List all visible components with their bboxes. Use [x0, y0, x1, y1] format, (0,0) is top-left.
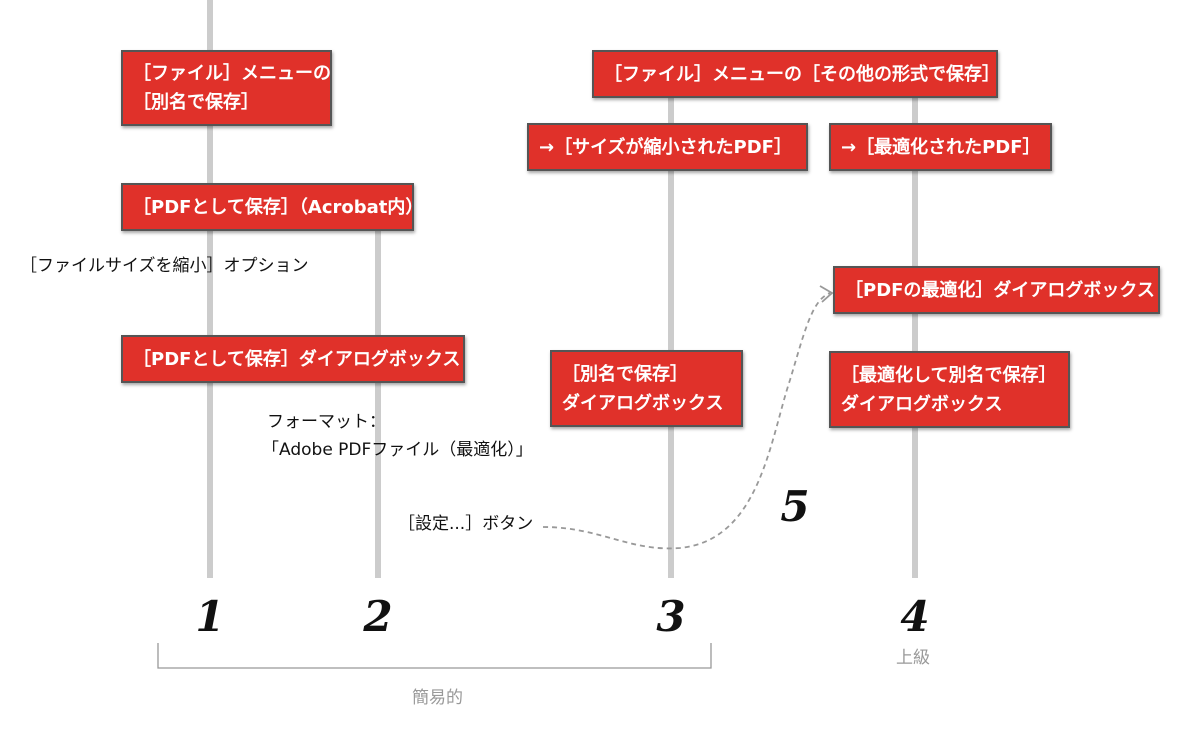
box-label: ［PDFとして保存］（Acrobat内） — [133, 196, 424, 218]
box-label: ［ファイル］メニューの［その他の形式で保存］ — [604, 63, 1000, 85]
box-line: ［別名で保存］ — [562, 363, 688, 385]
step-number-2: 2 — [363, 592, 393, 641]
box-label: ［PDFの最適化］ダイアログボックス — [845, 279, 1155, 301]
note-format-label: フォーマット： — [267, 412, 386, 432]
box-label: →［サイズが縮小されたPDF］ — [539, 136, 792, 158]
box-file-menu-save-as: ［ファイル］メニューの ［別名で保存］ — [121, 50, 332, 126]
caption-simple: 簡易的 — [412, 688, 463, 708]
note-reduce-file-size-option: ［ファイルサイズを縮小］オプション — [20, 256, 309, 276]
box-line: ダイアログボックス — [562, 392, 724, 414]
box-save-as-pdf-acrobat: ［PDFとして保存］（Acrobat内） — [121, 183, 423, 231]
track-line-4 — [912, 80, 918, 578]
box-pdf-optimize-dialog: ［PDFの最適化］ダイアログボックス — [833, 266, 1160, 314]
simple-range-bracket — [157, 643, 712, 669]
note-format-value: 「Adobe PDFファイル（最適化）」 — [262, 440, 533, 460]
box-optimize-save-as-dialog: ［最適化して別名で保存］ ダイアログボックス — [829, 351, 1070, 428]
caption-advanced: 上級 — [896, 648, 930, 668]
box-reduced-size-pdf: →［サイズが縮小されたPDF］ — [527, 123, 808, 171]
box-file-menu-other-formats: ［ファイル］メニューの［その他の形式で保存］ — [592, 50, 1000, 98]
track-line-1 — [207, 0, 213, 578]
box-save-as-dialog: ［別名で保存］ ダイアログボックス — [550, 350, 743, 427]
box-optimized-pdf: →［最適化されたPDF］ — [829, 123, 1052, 171]
box-label: →［最適化されたPDF］ — [841, 136, 1041, 158]
box-line: ダイアログボックス — [841, 393, 1003, 415]
box-line: ［ファイル］メニューの — [133, 63, 331, 84]
step-number-4: 4 — [900, 592, 930, 641]
track-line-2 — [375, 220, 381, 578]
box-line: ［最適化して別名で保存］ — [841, 364, 1057, 386]
box-save-as-pdf-dialog: ［PDFとして保存］ダイアログボックス — [121, 335, 465, 383]
box-line: ［別名で保存］ — [133, 92, 259, 113]
dashed-arrow-head — [819, 285, 834, 303]
step-number-3: 3 — [656, 592, 686, 641]
box-label: ［PDFとして保存］ダイアログボックス — [133, 348, 461, 370]
step-number-5: 5 — [780, 482, 810, 531]
step-number-1: 1 — [195, 592, 225, 641]
note-settings-button: ［設定...］ボタン — [398, 514, 534, 534]
